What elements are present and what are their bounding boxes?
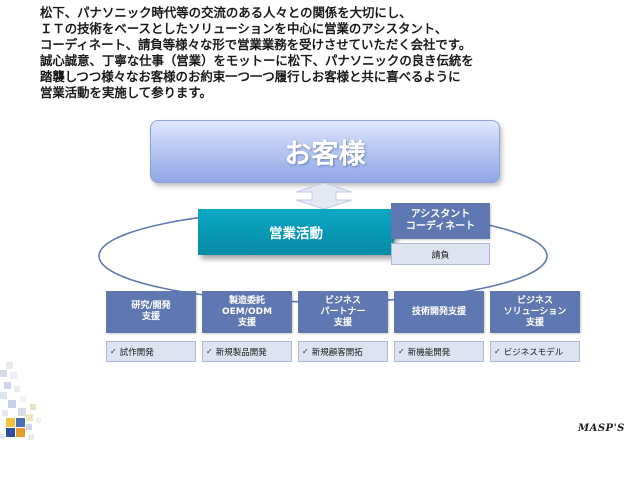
category-line: OEM/ODM: [221, 306, 273, 317]
category-tech-dev: 技術開発支援: [394, 291, 484, 333]
category-sub-new-customer: ✓ 新規顧客開拓: [298, 341, 388, 362]
category-sub-label: 試作開発: [119, 347, 154, 358]
category-business-partner: ビジネス パートナー 支援: [298, 291, 388, 333]
check-icon: ✓: [494, 347, 501, 356]
assist-line: コーディネート: [405, 221, 476, 232]
category-line: 支援: [141, 312, 160, 322]
intro-line: コーディネート、請負等様々な形で営業業務を受けさせていただく会社です。: [40, 37, 472, 52]
category-line: 支援: [333, 317, 352, 328]
category-sub-new-function: ✓ 新機能開発: [394, 341, 484, 362]
assist-line: アシスタント: [410, 209, 471, 220]
category-sub-prototype: ✓ 試作開発: [106, 341, 196, 362]
double-arrow-icon: [295, 183, 353, 209]
category-sub-label: ビジネスモデル: [503, 347, 564, 358]
intro-line: ＩＴの技術をベースとしたソリューションを中心に営業のアシスタント、: [40, 21, 448, 36]
category-manufacturing: 製造委託 OEM/ODM 支援: [202, 291, 292, 333]
category-line: 製造委託: [228, 295, 265, 306]
intro-line: 踏襲しつつ様々なお客様のお約束一つ一つ履行しお客様と共に喜べるように: [40, 69, 461, 84]
category-line: ビジネス: [516, 295, 553, 306]
intro-line: 松下、パナソニック時代等の交流のある人々との関係を大切にし、: [40, 5, 412, 20]
brand-logo: MASP'S: [578, 423, 625, 434]
check-icon: ✓: [398, 347, 405, 356]
category-sub-business-model: ✓ ビジネスモデル: [490, 341, 580, 362]
intro-line: 誠心誠意、丁寧な仕事（営業）をモットーに松下、パナソニックの良き伝統を: [40, 53, 474, 68]
category-sub-new-product: ✓ 新規製品開発: [202, 341, 292, 362]
customer-box: お客様: [150, 120, 500, 183]
category-line: 支援: [525, 317, 544, 328]
category-line: パートナー: [320, 306, 366, 317]
category-sub-label: 新機能開発: [407, 347, 451, 358]
contract-box: 請負: [391, 243, 490, 265]
category-line: 支援: [237, 317, 256, 328]
check-icon: ✓: [206, 347, 213, 356]
category-sub-label: 新規顧客開拓: [311, 347, 363, 358]
category-business-solution: ビジネス ソリューション 支援: [490, 291, 580, 333]
sales-activity-box: 営業活動: [198, 209, 394, 255]
category-line: 技術開発支援: [411, 306, 466, 317]
decorative-mosaic: [0, 362, 41, 440]
check-icon: ✓: [302, 347, 309, 356]
assistant-coordinate-box: アシスタント コーディネート: [391, 203, 490, 239]
category-line: ソリューション: [503, 306, 567, 317]
category-line: 研究/開発: [131, 301, 171, 311]
category-research-dev: 研究/開発 支援: [106, 291, 196, 333]
intro-line: 営業活動を実施して参ります。: [40, 85, 212, 100]
intro-text: 松下、パナソニック時代等の交流のある人々との関係を大切にし、 ＩＴの技術をベース…: [40, 5, 635, 101]
category-sub-label: 新規製品開発: [215, 347, 267, 358]
category-line: ビジネス: [324, 295, 361, 306]
check-icon: ✓: [110, 347, 117, 356]
